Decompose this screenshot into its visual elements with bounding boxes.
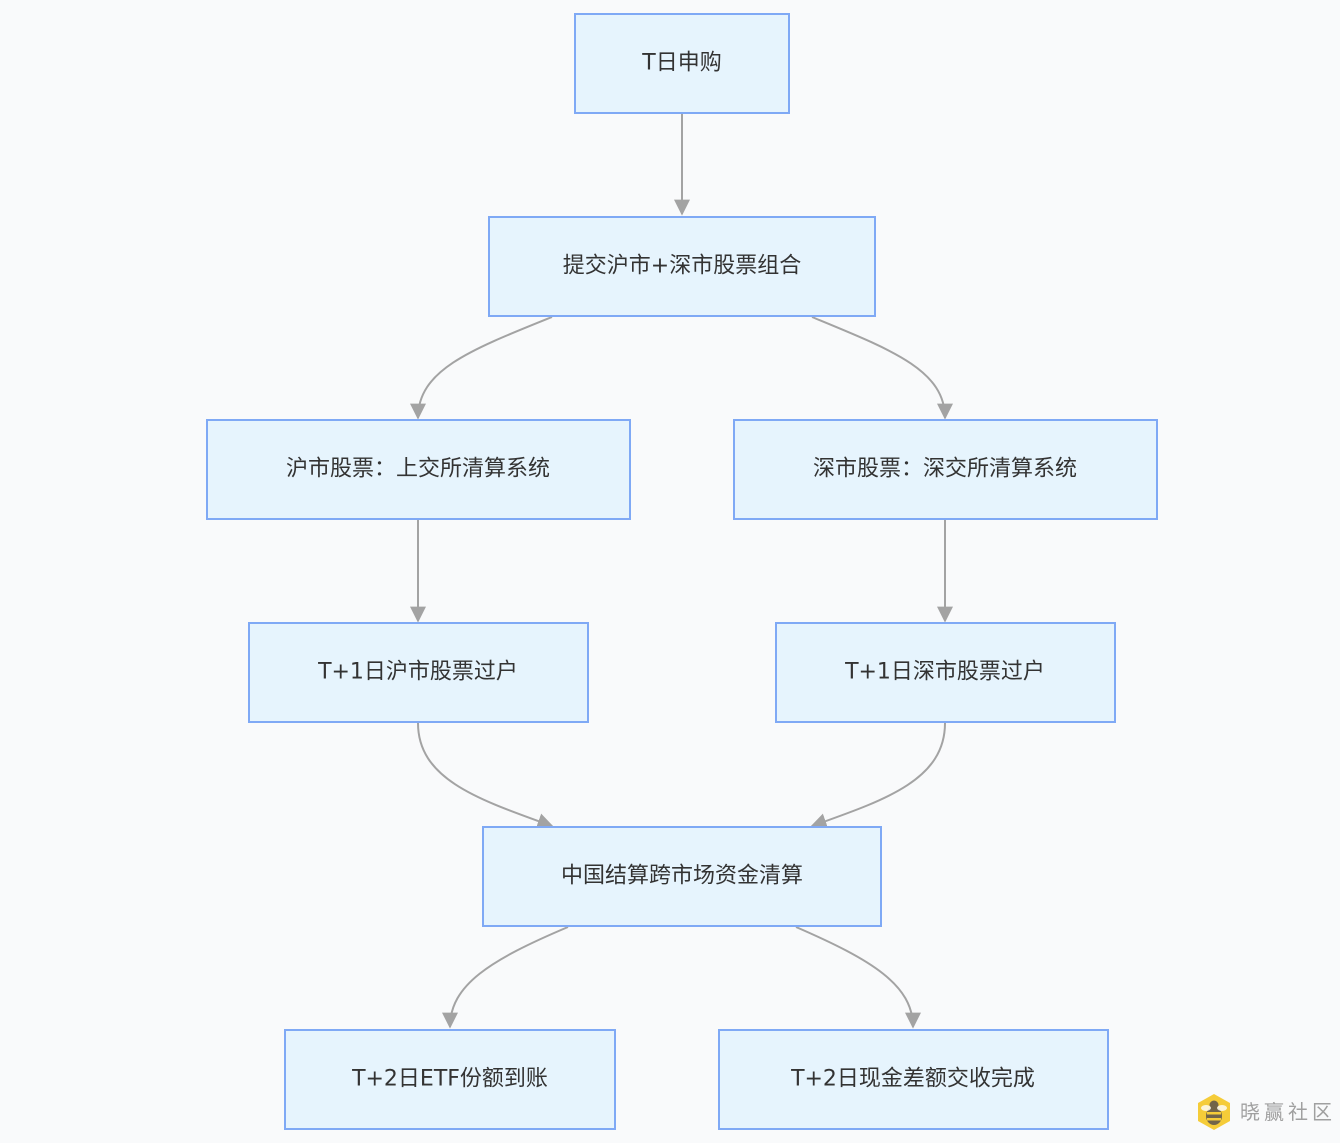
node-n1: T日申购 (574, 13, 790, 114)
edge-n7-n9 (795, 926, 921, 1029)
edge-n6-n7 (810, 722, 946, 829)
watermark-text: 晓赢社区 (1240, 1100, 1336, 1124)
edge-n2-n3 (410, 316, 553, 420)
node-label: T+1日深市股票过户 (844, 660, 1045, 685)
node-n5: T+1日沪市股票过户 (248, 622, 589, 723)
node-n7: 中国结算跨市场资金清算 (482, 826, 882, 927)
node-n9: T+2日现金差额交收完成 (718, 1029, 1109, 1130)
node-label: 深市股票：深交所清算系统 (813, 457, 1077, 482)
node-label: T+2日ETF份额到账 (351, 1067, 548, 1092)
watermark: 晓赢社区 (1198, 1094, 1336, 1130)
node-label: 提交沪市+深市股票组合 (563, 254, 801, 279)
node-label: T+2日现金差额交收完成 (790, 1067, 1035, 1092)
edge-n2-n4 (811, 316, 953, 420)
bee-logo-icon (1198, 1094, 1230, 1130)
edge-n5-n7 (417, 722, 554, 829)
node-n6: T+1日深市股票过户 (775, 622, 1116, 723)
node-label: T日申购 (641, 51, 721, 76)
node-n3: 沪市股票：上交所清算系统 (206, 419, 631, 520)
node-label: T+1日沪市股票过户 (317, 660, 518, 685)
node-label: 沪市股票：上交所清算系统 (286, 457, 550, 482)
node-n8: T+2日ETF份额到账 (284, 1029, 616, 1130)
node-n4: 深市股票：深交所清算系统 (733, 419, 1158, 520)
edges (410, 113, 953, 1029)
node-n2: 提交沪市+深市股票组合 (488, 216, 876, 317)
edge-n7-n8 (442, 926, 569, 1029)
node-label: 中国结算跨市场资金清算 (561, 864, 803, 889)
